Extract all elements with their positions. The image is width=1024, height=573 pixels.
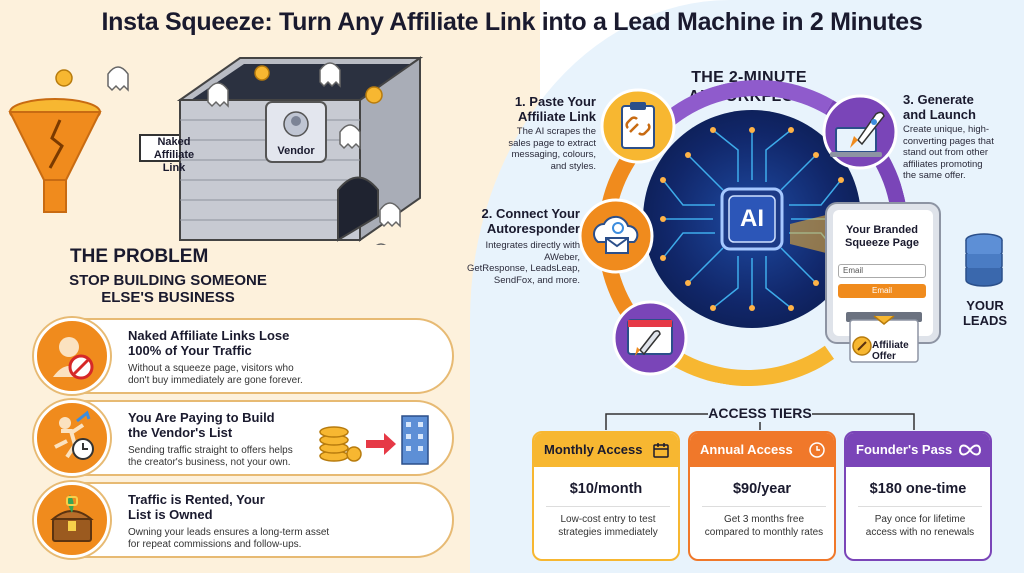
tier-card-annual[interactable]: Annual Access $90/year Get 3 months free… <box>688 431 836 561</box>
beam-arrow-icon <box>790 214 830 254</box>
coins-to-building-icon <box>319 415 429 465</box>
affiliate-offer-icon <box>846 312 922 363</box>
clock-icon <box>809 442 825 458</box>
ghost-icon <box>107 62 401 245</box>
infinity-icon <box>958 444 982 456</box>
tier-price: $10/month <box>569 481 643 497</box>
cloud-email-icon <box>578 198 654 274</box>
tier-card-founder[interactable]: Founder's Pass $180 one-time Pay once fo… <box>844 431 992 561</box>
squeeze-email-field[interactable]: Email <box>838 264 926 278</box>
naked-link-label: Naked Affiliate Link <box>153 136 195 174</box>
circuit-lines-icon <box>660 127 844 311</box>
problem-heading: THE PROBLEM <box>70 246 209 267</box>
rocket-laptop-icon <box>822 94 898 170</box>
problem-illustration <box>8 56 424 245</box>
tier-name: Annual Access <box>690 433 834 467</box>
coin-icon <box>55 65 383 104</box>
tier-card-monthly[interactable]: Monthly Access $10/month Low-cost entry … <box>532 431 680 561</box>
tiers-heading: ACCESS TIERS <box>708 405 812 421</box>
squeeze-email-button[interactable]: Email <box>838 284 926 298</box>
vendor-label: Vendor <box>277 145 315 157</box>
workflow-title: THE 2-MINUTE AI WORKFLOW <box>688 69 810 105</box>
database-icon <box>965 233 1003 287</box>
crossed-out-user-icon <box>34 318 110 394</box>
problem-card-text: Owning your leads ensures a long-term as… <box>128 527 330 550</box>
tiers-bracket <box>605 413 915 430</box>
workflow-step-text: Create unique, high-converting pages tha… <box>903 124 994 181</box>
tier-name: Founder's Pass <box>846 433 990 467</box>
leaky-funnel-icon <box>8 98 102 213</box>
tier-price: $180 one-time <box>869 481 967 497</box>
clipboard-link-icon <box>600 88 676 164</box>
tier-price: $90/year <box>732 481 792 497</box>
running-person-clock-icon <box>34 400 110 476</box>
rocket-browser-icon <box>612 300 688 376</box>
ai-chip-label: AI <box>740 205 764 232</box>
ai-brain-circle: AI <box>643 110 861 328</box>
treasure-chest-icon <box>34 482 110 558</box>
problem-card-text: Sending traffic straight to offers helps… <box>128 445 293 468</box>
calendar-icon <box>653 443 669 458</box>
page-title: Insta Squeeze: Turn Any Affiliate Link i… <box>101 8 923 36</box>
problem-subheading: STOP BUILDING SOMEONE ELSE'S BUSINESS <box>69 272 267 306</box>
